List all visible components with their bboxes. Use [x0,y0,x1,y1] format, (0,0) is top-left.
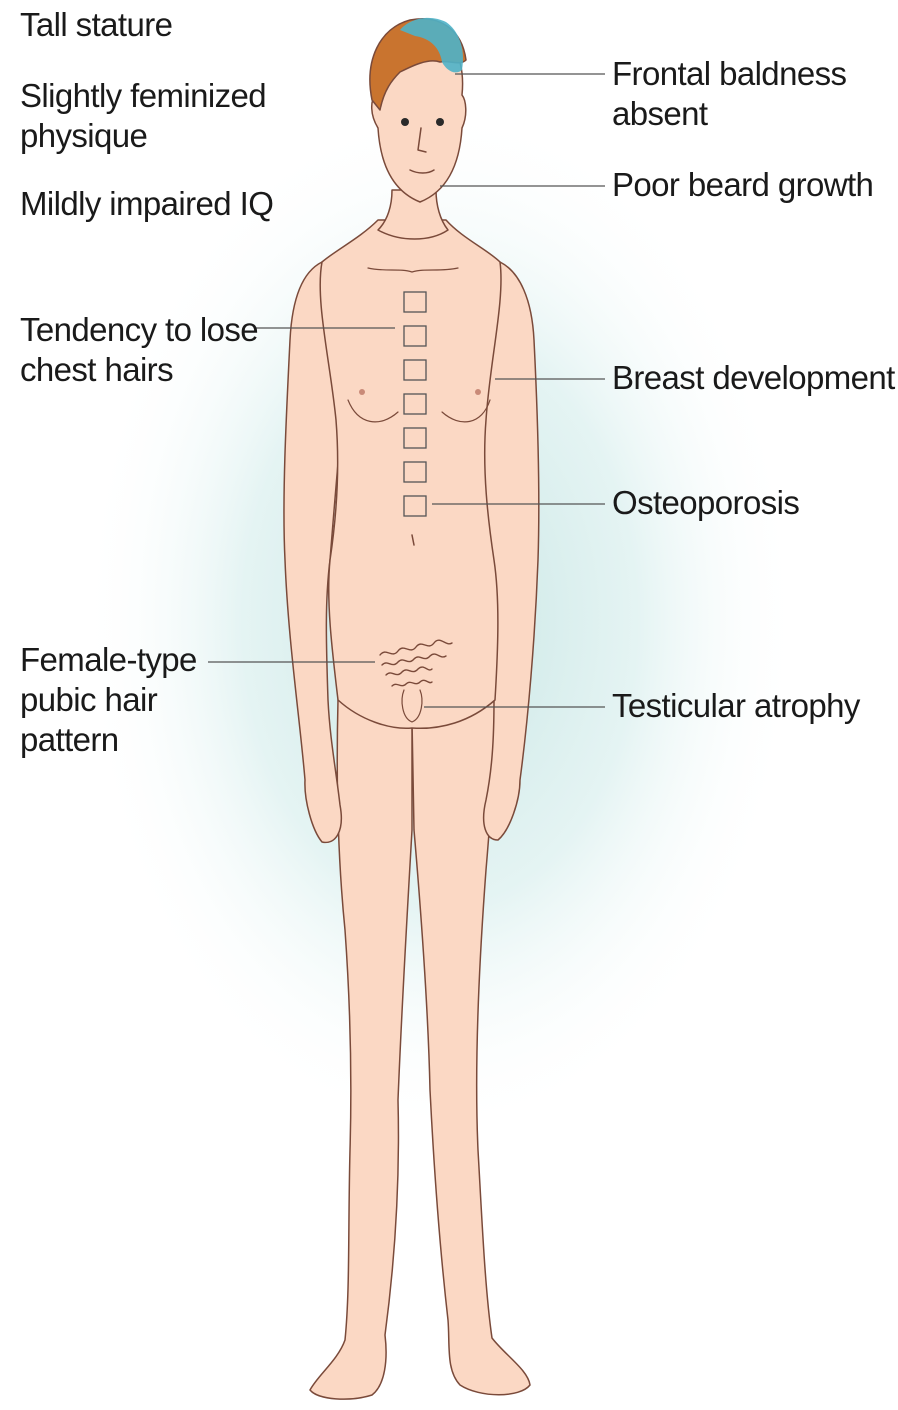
label-testicular-atrophy: Testicular atrophy [612,686,860,726]
label-line: Frontal baldness [612,54,846,94]
left-eye [401,118,409,126]
left-nipple [359,389,365,395]
label-line: Osteoporosis [612,483,799,523]
label-tall-stature: Tall stature [20,5,172,45]
label-line: Tall stature [20,5,172,45]
label-line: Poor beard growth [612,165,873,205]
right-eye [436,118,444,126]
label-breast-development: Breast development [612,358,895,398]
label-osteoporosis: Osteoporosis [612,483,799,523]
label-line: pubic hair [20,680,197,720]
label-impaired-iq: Mildly impaired IQ [20,184,273,224]
label-line: Testicular atrophy [612,686,860,726]
label-feminized-physique: Slightly feminized physique [20,76,266,156]
label-line: physique [20,116,266,156]
torso [320,220,501,728]
label-line: Breast development [612,358,895,398]
label-line: absent [612,94,846,134]
label-beard-growth: Poor beard growth [612,165,873,205]
label-line: Slightly feminized [20,76,266,116]
label-line: chest hairs [20,350,258,390]
label-line: Female-type [20,640,197,680]
label-chest-hairs: Tendency to lose chest hairs [20,310,258,390]
label-line: Mildly impaired IQ [20,184,273,224]
right-nipple [475,389,481,395]
label-frontal-baldness: Frontal baldness absent [612,54,846,134]
label-line: pattern [20,720,197,760]
label-line: Tendency to lose [20,310,258,350]
label-pubic-hair: Female-type pubic hair pattern [20,640,197,760]
